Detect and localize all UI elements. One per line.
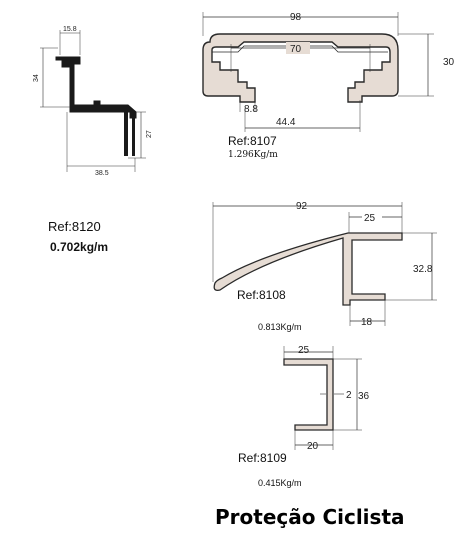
ref-8120-label: Ref:8120 bbox=[48, 219, 101, 234]
dim-8108-bottom-width: 18 bbox=[361, 317, 373, 328]
dim-8109-height: 36 bbox=[358, 391, 370, 402]
dim-8109-bottom-width: 20 bbox=[307, 441, 319, 452]
weight-8120-label: 0.702kg/m bbox=[50, 240, 109, 254]
weight-8108-label: 0.813Kg/m bbox=[258, 322, 302, 332]
profile-8107-shape bbox=[202, 33, 399, 103]
profile-8109-shape bbox=[283, 358, 334, 431]
profile-8120: 15.8 34 27 38.5 bbox=[33, 26, 153, 177]
dim-8107-overall-width: 98 bbox=[290, 12, 302, 23]
profile-8109: 25 2 36 20 bbox=[283, 345, 370, 452]
profile-8120-web bbox=[124, 112, 128, 156]
dim-8109-thickness: 2 bbox=[346, 390, 352, 401]
dim-8108-top-width: 25 bbox=[364, 213, 376, 224]
profile-8120-web-2 bbox=[132, 112, 135, 156]
profile-8107: 98 70 30 8.8 44.4 bbox=[202, 12, 455, 132]
dim-8107-inner-width: 70 bbox=[290, 44, 302, 55]
weight-8109-label: 0.415Kg/m bbox=[258, 478, 302, 488]
dim-8120-height-top: 34 bbox=[33, 74, 40, 82]
dim-8108-height: 32.8 bbox=[413, 264, 433, 275]
weight-8107-label: 1.296Kg/m bbox=[228, 150, 278, 160]
dim-8109-top-width: 25 bbox=[298, 345, 310, 356]
dim-8120-width-top: 15.8 bbox=[63, 26, 77, 33]
ref-8107-label: Ref:8107 bbox=[228, 134, 277, 148]
dim-8107-height: 30 bbox=[443, 57, 455, 68]
profile-8108: 92 25 32.8 18 bbox=[212, 201, 437, 328]
dim-8107-slot: 8.8 bbox=[244, 104, 258, 115]
page-title: Proteção Ciclista bbox=[215, 505, 405, 529]
ref-8108-label: Ref:8108 bbox=[237, 288, 286, 302]
dim-8107-slot-span: 44.4 bbox=[276, 117, 296, 128]
dim-8120-width-bottom: 38.5 bbox=[95, 170, 109, 177]
dim-8108-overall-width: 92 bbox=[296, 201, 308, 212]
profile-8108-shape bbox=[213, 232, 403, 306]
dim-8120-height-bottom: 27 bbox=[146, 130, 153, 138]
profile-8120-shape bbox=[55, 56, 137, 119]
ref-8109-label: Ref:8109 bbox=[238, 451, 287, 465]
